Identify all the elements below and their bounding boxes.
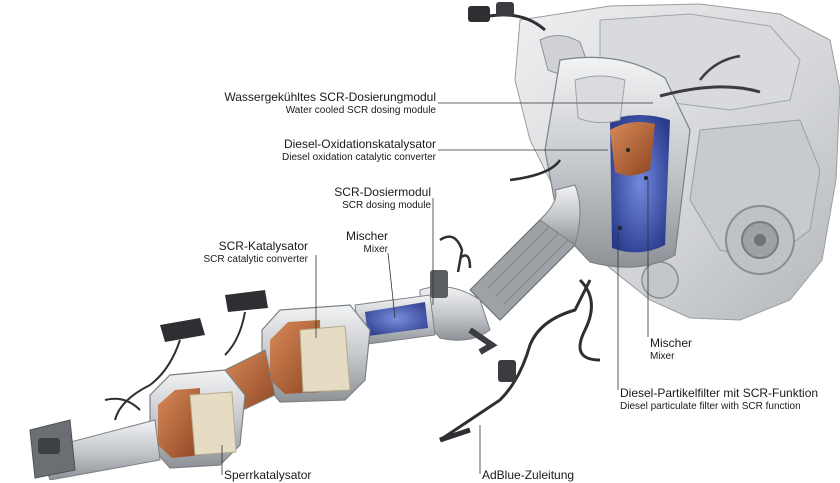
leader-mixer-left	[387, 252, 396, 319]
label-scr-dosing: SCR-Dosiermodul SCR dosing module	[334, 185, 431, 211]
label-scr-catalytic: SCR-Katalysator SCR catalytic converter	[203, 239, 308, 265]
label-particulate-filter: Diesel-Partikelfilter mit SCR-Funktion D…	[620, 386, 819, 412]
label-en: SCR dosing module	[342, 199, 431, 211]
label-de: Diesel-Partikelfilter mit SCR-Funktion	[620, 386, 819, 400]
flexible-pipe	[469, 184, 581, 321]
label-en: SCR catalytic converter	[203, 253, 308, 265]
label-diesel-oxidation: Diesel-Oxidationskatalysator Diesel oxid…	[282, 137, 436, 163]
label-de: Diesel-Oxidationskatalysator	[283, 137, 436, 151]
label-en: Diesel oxidation catalytic converter	[282, 151, 436, 163]
tailpipe	[29, 419, 161, 480]
label-de: Mischer	[345, 229, 388, 243]
nox-sensors	[104, 290, 268, 421]
label-adblue-line: AdBlue-Zuleitung	[482, 468, 575, 483]
label-barrier-catalyst: Sperrkatalysator	[224, 468, 312, 483]
label-de: Mischer	[650, 336, 693, 350]
label-water-cooled-module: Wassergekühltes SCR-Dosierungmodul Water…	[224, 90, 436, 116]
label-de: Wassergekühltes SCR-Dosierungmodul	[224, 90, 436, 104]
label-de: AdBlue-Zuleitung	[482, 468, 575, 482]
top-sensor-cable	[468, 2, 546, 32]
label-de: Sperrkatalysator	[224, 468, 312, 482]
label-mixer-right: Mischer Mixer	[650, 336, 693, 362]
leader-lines	[221, 102, 653, 475]
label-en: Mixer	[650, 350, 675, 362]
adblue-line	[439, 279, 592, 443]
scr-dosing-module	[419, 235, 498, 355]
mixer-left	[354, 294, 436, 346]
scr-catalytic-converter	[261, 304, 371, 403]
label-en: Water cooled SCR dosing module	[285, 104, 436, 116]
label-en: Diesel particulate filter with SCR funct…	[620, 400, 801, 412]
label-de: SCR-Katalysator	[218, 239, 308, 253]
label-de: SCR-Dosiermodul	[334, 185, 431, 199]
diesel-particulate-filter-canister	[544, 56, 691, 268]
label-en: Mixer	[363, 243, 388, 255]
barrier-catalyst	[149, 369, 246, 469]
coolant-hoses	[509, 54, 761, 362]
label-mixer-left: Mischer Mixer	[345, 229, 388, 255]
